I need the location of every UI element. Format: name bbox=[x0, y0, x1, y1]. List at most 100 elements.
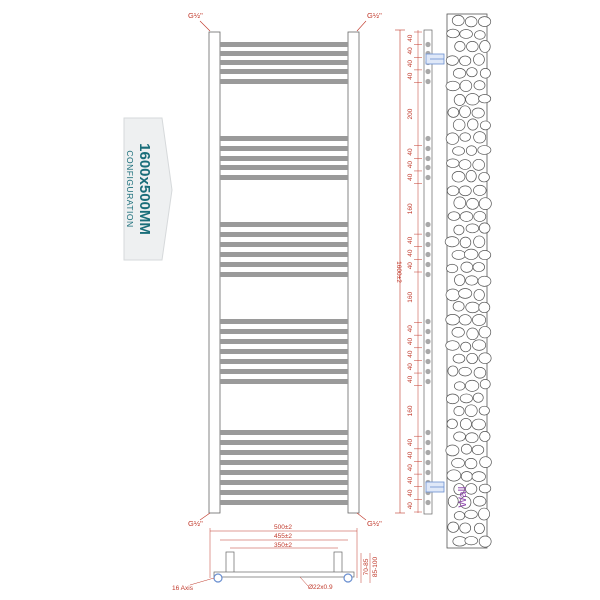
rail-end-marker bbox=[425, 174, 431, 181]
segment-dimension-label: 40 bbox=[407, 363, 414, 371]
towel-rail bbox=[220, 69, 348, 74]
rail-end-marker bbox=[425, 338, 431, 345]
port-label-top-right: G½" bbox=[367, 11, 382, 20]
towel-rail bbox=[220, 369, 348, 374]
towel-rails bbox=[220, 42, 348, 505]
right-valve bbox=[343, 573, 353, 583]
depth-b-label: 85-100 bbox=[372, 557, 379, 578]
rail-end-marker bbox=[425, 155, 431, 162]
tube-label: Ø22x0.9 bbox=[308, 584, 333, 591]
side-view: 1600±2 404040402004040401604040401604040… bbox=[395, 29, 445, 515]
towel-rail bbox=[220, 165, 348, 170]
rail-end-marker bbox=[425, 318, 431, 325]
rail-end-marker bbox=[425, 499, 431, 506]
rail-end-marker bbox=[425, 145, 431, 152]
rail-end-marker bbox=[425, 68, 431, 75]
overall-width-label: 500±2 bbox=[274, 524, 292, 531]
rail-end-marker bbox=[425, 368, 431, 375]
axis-label: 16 Axis bbox=[172, 585, 194, 592]
rail-end-marker bbox=[425, 241, 431, 248]
wall-stones bbox=[444, 14, 492, 548]
banner-subtitle: CONFIGURATION bbox=[125, 150, 135, 227]
towel-rail bbox=[220, 430, 348, 435]
towel-rail bbox=[220, 359, 348, 364]
towel-rail bbox=[220, 42, 348, 47]
rail-end-marker bbox=[425, 449, 431, 456]
rail-end-marker bbox=[425, 251, 431, 258]
rail-end-marker bbox=[425, 135, 431, 142]
depth-a-label: 70-85 bbox=[363, 558, 370, 575]
port-label-bottom-right: G½" bbox=[367, 519, 382, 528]
configuration-banner: 1600x500MM CONFIGURATION bbox=[123, 117, 173, 261]
left-riser bbox=[208, 31, 221, 514]
rail-end-marker bbox=[425, 41, 431, 48]
right-riser bbox=[347, 31, 360, 514]
segment-dimension-label: 40 bbox=[407, 148, 414, 156]
towel-rail bbox=[220, 272, 348, 277]
segment-dimension-label: 40 bbox=[407, 464, 414, 472]
rail-end-marker bbox=[425, 78, 431, 85]
towel-rail bbox=[220, 232, 348, 237]
rail-end-marker bbox=[425, 459, 431, 466]
port-labels: G½" G½" G½" G½" bbox=[188, 11, 382, 528]
towel-rail bbox=[220, 175, 348, 180]
segment-dimension-label: 40 bbox=[407, 161, 414, 169]
segment-dimension-label: 40 bbox=[407, 262, 414, 270]
towel-rail bbox=[220, 51, 348, 56]
segment-dimension-label: 40 bbox=[407, 249, 414, 257]
wall-bracket-top bbox=[425, 53, 445, 65]
towel-rail bbox=[220, 490, 348, 495]
towel-rail bbox=[220, 339, 348, 344]
towel-rail bbox=[220, 146, 348, 151]
towel-rail bbox=[220, 262, 348, 267]
rail-end-marker bbox=[425, 231, 431, 238]
segment-dimension-label: 40 bbox=[407, 72, 414, 80]
total-height-label: 1600±2 bbox=[395, 261, 402, 283]
towel-rail bbox=[220, 242, 348, 247]
towel-rail bbox=[220, 500, 348, 505]
segment-dimension-label: 40 bbox=[407, 173, 414, 181]
towel-rail bbox=[220, 440, 348, 445]
left-valve bbox=[213, 573, 223, 583]
towel-rail bbox=[220, 349, 348, 354]
segment-dimension-label: 40 bbox=[407, 489, 414, 497]
towel-rail bbox=[220, 379, 348, 384]
port-label-bottom-left: G½" bbox=[188, 519, 203, 528]
segment-dimension-label: 40 bbox=[407, 60, 414, 68]
rail-end-marker bbox=[425, 439, 431, 446]
towel-rail bbox=[220, 450, 348, 455]
towel-rail bbox=[220, 252, 348, 257]
towel-rail bbox=[220, 470, 348, 475]
segment-dimension-label: 40 bbox=[407, 451, 414, 459]
rail-end-marker bbox=[425, 164, 431, 171]
mid-width-label: 455±2 bbox=[274, 533, 292, 540]
wall-label: Wall bbox=[457, 487, 469, 508]
segment-dimension-label: 200 bbox=[407, 108, 414, 119]
rail-end-marker bbox=[425, 271, 431, 278]
towel-rail bbox=[220, 60, 348, 65]
towel-rail bbox=[220, 136, 348, 141]
towel-rail bbox=[220, 156, 348, 161]
rail-end-marker bbox=[425, 348, 431, 355]
towel-rail bbox=[220, 79, 348, 84]
segment-dimension-label: 40 bbox=[407, 502, 414, 510]
segment-dimension-label: 40 bbox=[407, 47, 414, 55]
segment-dimension-label: 40 bbox=[407, 34, 414, 42]
towel-rail bbox=[220, 480, 348, 485]
rail-end-marker bbox=[425, 429, 431, 436]
rail-end-marker bbox=[425, 358, 431, 365]
rail-end-marker bbox=[425, 378, 431, 385]
segment-dimension-label: 40 bbox=[407, 439, 414, 447]
towel-rail bbox=[220, 460, 348, 465]
towel-rail bbox=[220, 329, 348, 334]
port-label-top-left: G½" bbox=[188, 11, 203, 20]
bottom-plan-view: 500±2 455±2 350±2 70-85 85-100 16 Axis Ø… bbox=[172, 524, 379, 592]
towel-rail bbox=[220, 222, 348, 227]
segment-dimension-chain: 4040404020040404016040404016040404040401… bbox=[407, 31, 422, 513]
rail-end-marker bbox=[425, 261, 431, 268]
towel-rail bbox=[220, 319, 348, 324]
radiator-front-view bbox=[208, 31, 360, 514]
segment-dimension-label: 160 bbox=[407, 405, 414, 416]
banner-title: 1600x500MM bbox=[136, 143, 153, 235]
